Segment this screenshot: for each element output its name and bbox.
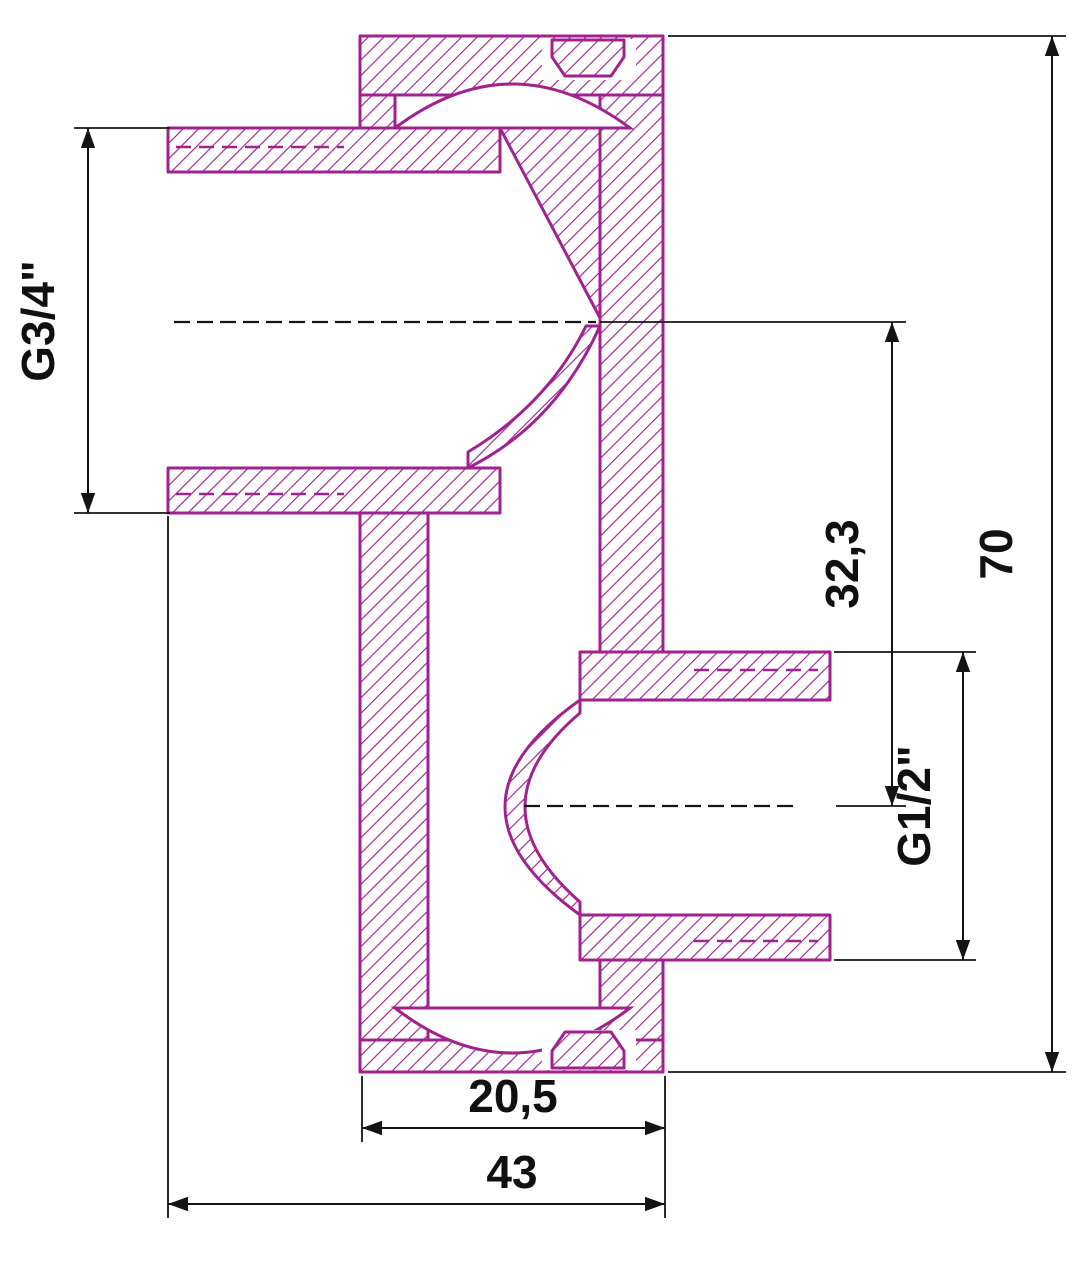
body-lower-right-wall xyxy=(598,958,665,1042)
body-left-stub xyxy=(358,93,397,130)
dim-label-total-width: 43 xyxy=(486,1146,537,1198)
dim-label-thread-right: G1/2" xyxy=(888,745,940,867)
body-right-wall xyxy=(598,93,665,657)
dimension-g34: G3/4" xyxy=(12,127,170,514)
dimension-total-height: 70 xyxy=(668,35,1066,1073)
part-geometry xyxy=(166,34,832,1074)
cone-throat-band xyxy=(466,324,602,470)
right-port-upper-wall xyxy=(578,650,832,702)
dim-label-thread-left: G3/4" xyxy=(12,260,64,382)
dimension-total-width: 43 xyxy=(167,516,665,1218)
dimension-inner-width: 20,5 xyxy=(361,1070,666,1218)
dim-label-inner-width: 20,5 xyxy=(468,1070,558,1122)
left-port-upper-wall xyxy=(166,126,502,174)
hex-plug-top xyxy=(550,38,626,78)
dim-label-offset: 32,3 xyxy=(816,519,868,609)
right-port-lower-wall xyxy=(578,913,832,962)
left-port-lower-wall xyxy=(166,466,502,515)
dimension-offset: 32,3 xyxy=(600,321,906,807)
right-port-cap-band xyxy=(503,698,582,917)
dim-label-total-height: 70 xyxy=(970,528,1022,579)
inner-cone xyxy=(498,126,602,320)
hex-plug-bottom xyxy=(550,1030,626,1070)
top-dome-arc xyxy=(390,82,635,130)
body-left-wall xyxy=(358,511,430,1042)
dimension-g12: G1/2" xyxy=(834,651,976,961)
